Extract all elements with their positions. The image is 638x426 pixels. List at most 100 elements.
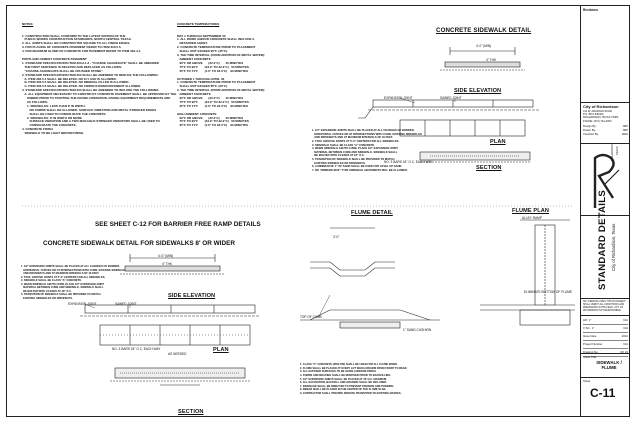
city-name: City of Richardson bbox=[583, 104, 619, 109]
note-line: 5. TRANSITION OF SIDEWALK SHALL BE PROVI… bbox=[312, 157, 395, 161]
project-row: HP.: 1"N/A bbox=[583, 317, 628, 325]
note-line: C. ITEM 303.5.6 SHALL BE DELETED. NO FIB… bbox=[22, 84, 142, 89]
note-line: EXISTING SIDEWALKS OR DRIVEWAYS. bbox=[312, 161, 366, 165]
note-line: 3. SIDEWALK SHALL BE CLASS "A" CONCRETE. bbox=[312, 143, 375, 147]
row-value: OF 19 bbox=[620, 350, 628, 354]
note-line: SIDEWALK TO BE LIGHT BROOM FINISH. bbox=[22, 131, 84, 136]
row-label: Project Number bbox=[583, 342, 603, 346]
note-line: AMBIENT CONCRETE bbox=[177, 56, 211, 61]
note-line: 2. THE TIME INTERVAL (FROM ADDITION OF M… bbox=[177, 88, 266, 93]
project-row: V SC.: 1" N/A bbox=[583, 325, 628, 333]
temperature-notes-heading: CONCRETE TEMPERATURES bbox=[177, 21, 220, 26]
note-line: "COARSE AGGREGATE SHALL BE CRUSHED STONE… bbox=[22, 68, 104, 73]
general-notes-heading: NOTES: bbox=[22, 21, 34, 26]
label-sawed-joint-top: SAWED JOINT bbox=[440, 96, 462, 100]
label-top-of-curb: TOP OF CURB bbox=[300, 315, 322, 319]
flume-detail bbox=[300, 227, 440, 329]
title-plan: PLAN bbox=[490, 139, 506, 145]
address: 411 W. ARAPAHO ROAD P.O. BOX 830309 RICH… bbox=[583, 110, 619, 123]
plan-wide bbox=[99, 324, 251, 346]
row-value: N/A bbox=[623, 326, 628, 330]
row-label: HP.: 1" bbox=[583, 318, 592, 322]
note-line: 3. STANDARD SPECIFICATIONS ITEM 303 SHAL… bbox=[22, 88, 160, 93]
label-expansion-joint-top: EXPANSION JOINT bbox=[384, 96, 413, 100]
note-line: 5. TRANSITION OF SIDEWALK SHALL BE PROVI… bbox=[21, 293, 101, 296]
note-line: AND DRIVEWAYS AND AT MAXIMUM INTERVALS O… bbox=[312, 136, 393, 140]
note-line: 1. CONCRETE TEMPERATURE PRIOR TO PLACEME… bbox=[177, 80, 256, 85]
note-line: AND DRIVEWAYS AND AT MAXIMUM INTERVALS O… bbox=[21, 272, 100, 275]
note-line: MAY 1 THROUGH SEPTEMBER 30 bbox=[177, 33, 226, 38]
note-line: 6. ALL EXCAVATION, BACKFILL AND GRADING … bbox=[300, 381, 387, 385]
label-thick-top: 4" THK bbox=[486, 58, 497, 62]
row-label: Issue Date bbox=[583, 334, 597, 338]
sheet-title-label: Sheet Title bbox=[583, 355, 597, 359]
note-line: 1. CONSTRUCTION SHALL CONFORM TO THE LAT… bbox=[22, 33, 126, 38]
note-line: 90°F OR ABOVE (32.2°C) 45 MINUTES bbox=[177, 115, 244, 120]
note-line: 1. ALL WORK AND/OR CONCRETE SHALL INCLUD… bbox=[177, 37, 255, 42]
label-as-needed-wide: AS NEEDED bbox=[168, 352, 187, 356]
title-plan-2: PLAN bbox=[213, 347, 229, 353]
note-line: MATERIAL BETWEEN CURB AND SIDEWALK. SIDE… bbox=[312, 150, 398, 154]
project-row: Drawing No.OF 19 bbox=[583, 349, 628, 357]
section-wide bbox=[110, 367, 250, 386]
note-line: HORIZONTAL CURVES OR AT INTERSECTIONS WI… bbox=[21, 268, 127, 272]
vertical-city: City of Richardson, Texas bbox=[611, 223, 616, 271]
section-top bbox=[419, 151, 531, 163]
title-concrete-sidewalk-detail: CONCRETE SIDEWALK DETAIL bbox=[436, 27, 532, 34]
sheet-border bbox=[6, 5, 630, 417]
side-elevation-wide bbox=[80, 304, 260, 317]
note-line: AMBIENT CONCRETE bbox=[177, 92, 211, 97]
title-block: Revisions City of Richardson 411 W. ARAP… bbox=[580, 5, 630, 417]
note-line: 35°F TO 74°F (1.6° TO 23.3°C) 90 MINUTES bbox=[177, 123, 249, 128]
note-line: HIGH AMBIENT CONCRETE bbox=[177, 111, 217, 116]
row-value: 2012 bbox=[621, 334, 628, 338]
note-line: SHALL BE USED TO CONSOLIDATE THE CONCRET… bbox=[22, 111, 107, 116]
note-line: 1. 1/2" EXPANSION JOINTS SHALL BE PLACED… bbox=[312, 129, 415, 133]
label-width-top: 4'-0" (MIN) bbox=[476, 44, 492, 48]
plan-top bbox=[399, 119, 526, 137]
revisions-label: Revisions bbox=[583, 8, 599, 12]
disclaimer: ANY PERSON USING THIS DOCUMENT SHALL VER… bbox=[583, 301, 626, 312]
note-line: CONSOLIDATE THE CONCRETE. bbox=[22, 123, 77, 128]
note-line: 5. 1/2" EXPANSION JOINTS SHALL BE PLACED… bbox=[300, 377, 387, 381]
row-value: RRH bbox=[621, 132, 628, 136]
note-line: 4. CONCRETE FINISH bbox=[22, 127, 53, 132]
note-line: 35°F TO 74°F (1.6° TO 23.3°C) 90 MINUTES bbox=[177, 68, 249, 73]
note-line: 2. SIDEWALKS: 8' IN WIDTH OR MORE bbox=[22, 115, 83, 120]
note-line: 3. SIDEWALK SHALL BE CLASS "A" CONCRETE. bbox=[21, 279, 82, 282]
label-rebar-wide: NO. 3 BARS 18" O.C. EACH WAY bbox=[112, 347, 161, 351]
title-sidewalk-8-wider: CONCRETE SIDEWALK DETAIL FOR SIDEWALKS 8… bbox=[43, 240, 235, 247]
note-line: 4. FOR MAXIMUM SLUMP OF CONCRETE FOR PAV… bbox=[22, 49, 141, 54]
note-line: HORIZONTAL CURVES OR AT INTERSECTIONS WI… bbox=[312, 132, 422, 136]
wide-sidewalk-notes: 1. 1/2" EXPANSION JOINTS SHALL BE PLACED… bbox=[21, 258, 127, 307]
note-line: 3. THE TIME INTERVAL (FROM ADDITION OF M… bbox=[177, 53, 266, 58]
label-flume-width: 3'-0" bbox=[333, 235, 340, 239]
label-rebar-top: NO. 3 BARS 18" O.C. EACH WAY bbox=[384, 160, 433, 164]
row-value: JMP bbox=[622, 124, 628, 128]
note-line: NO FORMS SHALL BE ALLOWED. SURFACE VIBRA… bbox=[22, 107, 157, 112]
note-line: 1. 1/2" EXPANSION JOINTS SHALL BE PLACED… bbox=[21, 265, 120, 268]
title-section-2: SECTION bbox=[178, 409, 204, 415]
title-side-elevation: SIDE ELEVATION bbox=[454, 88, 502, 94]
row-value: N/A bbox=[623, 342, 628, 346]
side-elevation-top bbox=[358, 99, 540, 119]
sheet-title: SIDEWALK / FLUME bbox=[596, 360, 622, 370]
note-line: SURFACE VIBRATION AND A TWO MAN HELD STR… bbox=[22, 119, 160, 124]
label-width-wide: 4'-0" (MIN) bbox=[158, 254, 174, 258]
note-line: PUBLIC WORKS CONSTRUCTION STANDARDS, NOR… bbox=[22, 37, 132, 42]
note-line: RETARDER AGENT. bbox=[177, 41, 208, 46]
row-label: V SC.: 1" bbox=[583, 326, 595, 330]
label-expansion-joint-wide: EXPANSION JOINT bbox=[68, 302, 97, 306]
general-notes: NOTES: 1. CONSTRUCTION SHALL CONFORM TO … bbox=[22, 15, 176, 144]
note-line: 2. FLUME SHALL BE PLACED AT EVERY LOT WH… bbox=[300, 366, 408, 370]
project-row: Project Number N/A bbox=[583, 341, 628, 349]
project-row: Issue Date 2012 bbox=[583, 333, 628, 341]
note-line: THE FIRST SENTENCE IS DELETED AND REPLAC… bbox=[22, 64, 122, 69]
note-line: EXISTING SIDEWALKS OR DRIVEWAYS. bbox=[21, 296, 73, 300]
note-line: AS FOLLOWS: bbox=[22, 99, 48, 104]
row-label: Design By: bbox=[583, 124, 597, 128]
sheet-number: C-11 bbox=[590, 386, 616, 400]
label-sand-cushion: 1" SAND CUSHION bbox=[403, 328, 432, 332]
note-line: 2. TOOL GROOVE JOINTS AT 5'-0" CENTERS F… bbox=[21, 275, 106, 279]
